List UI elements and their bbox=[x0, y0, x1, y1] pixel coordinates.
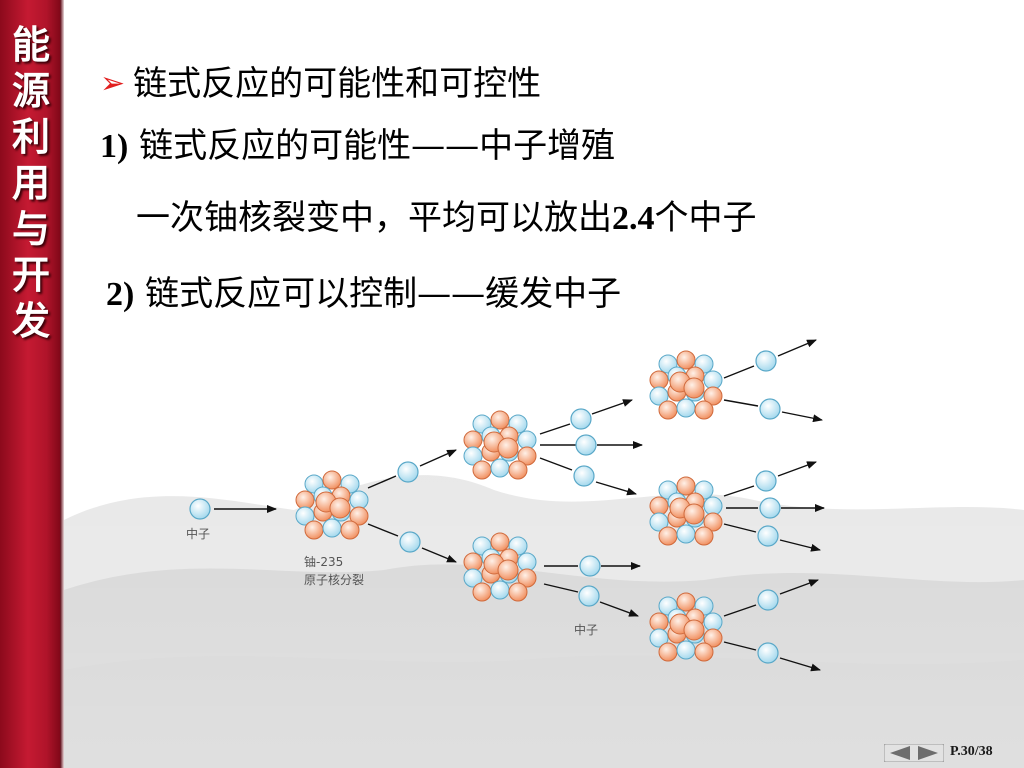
sidebar-edge bbox=[60, 0, 64, 768]
sidebar-char: 发 bbox=[11, 299, 50, 343]
prev-slide-icon[interactable] bbox=[890, 746, 910, 760]
arrow bbox=[779, 539, 821, 552]
nucleus-2b bbox=[463, 532, 537, 602]
sidebar-char: 能 bbox=[11, 23, 50, 67]
arrow bbox=[421, 547, 457, 563]
point-2-text: 链式反应可以控制——缓发中子 bbox=[145, 274, 622, 314]
nucleus-3a bbox=[649, 350, 723, 420]
arrow bbox=[591, 399, 633, 415]
detail-text-a: 一次铀核裂变中，平均可以放出 bbox=[136, 198, 612, 238]
next-slide-icon[interactable] bbox=[918, 746, 938, 760]
arrow bbox=[777, 461, 817, 477]
u235-nucleus bbox=[295, 470, 369, 540]
label-u235: 铀-235 bbox=[304, 555, 343, 569]
neutron bbox=[570, 408, 592, 430]
detail-text-b: 个中子 bbox=[654, 198, 757, 238]
neutron bbox=[579, 555, 601, 577]
neutron bbox=[575, 434, 597, 456]
arrow bbox=[781, 411, 823, 423]
sidebar-char: 与 bbox=[11, 207, 50, 251]
point-1-text: 链式反应的可能性——中子增殖 bbox=[139, 126, 616, 166]
incoming-neutron bbox=[189, 498, 211, 520]
bullet-arrow-icon: ➢ bbox=[100, 66, 126, 101]
mountain-backdrop bbox=[64, 440, 1024, 768]
neutron bbox=[757, 642, 779, 664]
neutron bbox=[755, 470, 777, 492]
heading-text: 链式反应的可能性和可控性 bbox=[133, 64, 542, 104]
sidebar-title: 能 源 利 用 与 开 发 bbox=[0, 22, 62, 344]
label-neutron-start: 中子 bbox=[186, 526, 210, 541]
arrow bbox=[723, 365, 755, 379]
label-fission: 原子核分裂 bbox=[304, 573, 364, 587]
sidebar bbox=[0, 0, 62, 768]
arrow bbox=[419, 449, 457, 467]
arrow bbox=[779, 579, 819, 595]
point-2: 2) 链式反应可以控制——缓发中子 bbox=[106, 266, 621, 315]
neutron bbox=[573, 465, 595, 487]
arrow bbox=[723, 641, 757, 651]
sidebar-char: 源 bbox=[11, 69, 50, 113]
point-1-number: 1) bbox=[100, 128, 129, 165]
nucleus-3b bbox=[649, 476, 723, 546]
detail-value: 2.4 bbox=[612, 200, 655, 237]
nucleus-2a bbox=[463, 410, 537, 480]
neutron bbox=[759, 398, 781, 420]
page-number: P.30/38 bbox=[950, 744, 993, 759]
neutron bbox=[759, 497, 781, 519]
arrow bbox=[723, 523, 757, 533]
neutron bbox=[578, 585, 600, 607]
sidebar-char: 开 bbox=[11, 253, 50, 297]
neutron bbox=[399, 531, 421, 553]
label-neutron-mid: 中子 bbox=[574, 622, 598, 637]
neutron bbox=[757, 589, 779, 611]
arrow bbox=[595, 481, 637, 496]
arrow bbox=[367, 475, 397, 489]
neutron bbox=[757, 525, 779, 547]
arrow bbox=[599, 601, 639, 617]
point-1-detail: 一次铀核裂变中，平均可以放出2.4个中子 bbox=[136, 190, 757, 239]
sidebar-char: 利 bbox=[11, 115, 50, 159]
slide-heading: ➢链式反应的可能性和可控性 bbox=[100, 56, 541, 105]
neutron bbox=[397, 461, 419, 483]
nucleus-3c bbox=[649, 592, 723, 662]
sidebar-char: 用 bbox=[11, 161, 50, 205]
arrow bbox=[539, 423, 571, 435]
arrow bbox=[777, 339, 817, 357]
arrow bbox=[539, 457, 573, 471]
arrow bbox=[779, 657, 821, 672]
point-2-number: 2) bbox=[106, 276, 135, 313]
slide-navigation bbox=[884, 744, 944, 762]
arrow bbox=[723, 485, 755, 497]
arrow bbox=[543, 583, 579, 593]
arrow bbox=[367, 523, 399, 537]
arrow bbox=[723, 399, 759, 407]
point-1: 1) 链式反应的可能性——中子增殖 bbox=[100, 118, 615, 167]
neutron bbox=[755, 350, 777, 372]
arrow bbox=[723, 604, 757, 617]
